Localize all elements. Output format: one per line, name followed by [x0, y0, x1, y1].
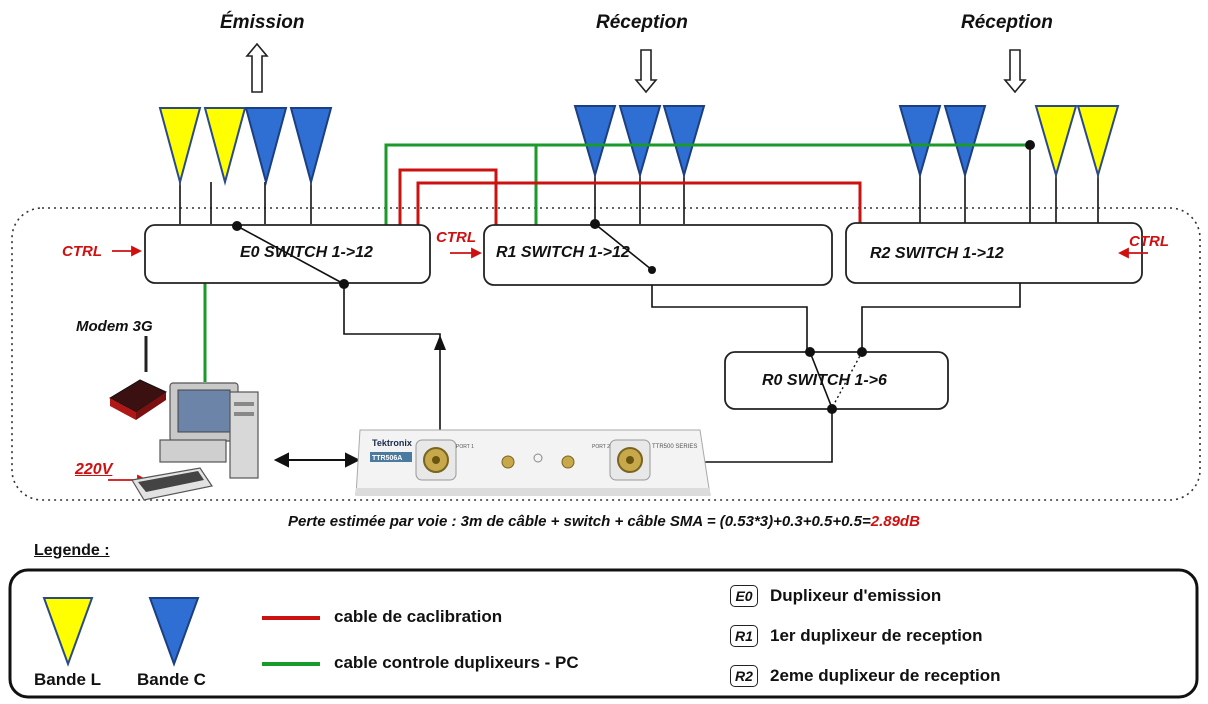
analyzer-port1: PORT 1 — [456, 444, 474, 450]
analyzer-model: TTR506A — [372, 455, 402, 462]
analyzer-labels: Tektronix TTR506A PORT 1 PORT 2 TTR500 S… — [372, 438, 697, 462]
switch-box-r1 — [483, 224, 833, 286]
legend-control-label: cable controle duplixeurs - PC — [334, 653, 579, 672]
reception-header-r2: Réception — [961, 12, 1053, 33]
ctrl-label-e0: CTRL — [62, 243, 102, 260]
reception-header-r1: Réception — [596, 12, 688, 33]
hollow-down-arrow-icon — [634, 49, 658, 94]
antenna-band-c — [244, 107, 288, 186]
antenna-band-c — [618, 105, 662, 179]
ctrl-label-r2: CTRL — [1129, 233, 1169, 250]
system-enclosure — [11, 207, 1201, 501]
vector-network-analyzer-icon — [355, 429, 711, 496]
modem-label: Modem 3G — [76, 318, 153, 335]
analyzer-port2: PORT 2 — [592, 444, 610, 450]
calibration-cables — [398, 168, 862, 226]
legend-band-c-label: Bande C — [137, 670, 206, 689]
legend-abbr-r2: R2 — [730, 665, 758, 687]
power-label: 220V — [75, 461, 113, 478]
switch-label-r1: R1 SWITCH 1->12 — [496, 244, 630, 261]
computer-icon — [131, 382, 259, 501]
antenna-band-c — [662, 105, 706, 179]
loss-estimate-note: Perte estimée par voie : 3m de câble + s… — [0, 513, 1208, 530]
control-cables — [203, 143, 1030, 382]
legend-calibration-label: cable de caclibration — [334, 607, 503, 626]
legend-band-c-symbol — [148, 597, 200, 667]
hollow-down-arrow-icon — [1003, 49, 1027, 94]
antenna-band-l — [158, 107, 202, 186]
modem-3g-icon — [108, 336, 168, 420]
legend-item-r1: 1er duplixeur de reception — [770, 626, 983, 645]
loss-estimate-value: 2.89dB — [870, 513, 920, 530]
legend-band-l-label: Bande L — [34, 670, 102, 689]
legend-title: Legende : — [34, 542, 110, 559]
antenna-band-l — [203, 107, 247, 186]
antenna-band-l — [1034, 105, 1078, 179]
hollow-up-arrow-icon — [245, 42, 269, 93]
loss-estimate-text: Perte estimée par voie : 3m de câble + s… — [288, 513, 871, 530]
analyzer-series: TTR500 SERIES — [652, 444, 697, 450]
switch-label-r0: R0 SWITCH 1->6 — [762, 372, 887, 389]
analyzer-brand: Tektronix — [372, 438, 412, 448]
antenna-band-c — [573, 105, 617, 179]
legend-band-l-symbol — [42, 597, 94, 667]
antenna-band-c — [943, 105, 987, 179]
junction-dots — [232, 140, 1035, 414]
antenna-band-l — [1076, 105, 1120, 179]
legend-item-r2: 2eme duplixeur de reception — [770, 666, 1001, 685]
legend-abbr-e0: E0 — [730, 585, 758, 607]
ctrl-label-r1: CTRL — [436, 229, 476, 246]
legend-item-e0: Duplixeur d'emission — [770, 586, 942, 605]
switch-label-r2: R2 SWITCH 1->12 — [870, 245, 1004, 262]
antenna-band-c — [289, 107, 333, 186]
pc-analyzer-link — [273, 452, 361, 468]
r0-inactive-path — [831, 351, 863, 409]
emission-header: Émission — [220, 12, 305, 33]
legend-abbr-r1: R1 — [730, 625, 758, 647]
antenna-band-c — [898, 105, 942, 179]
antenna-stems — [179, 145, 1099, 224]
switch-label-e0: E0 SWITCH 1->12 — [240, 244, 373, 261]
